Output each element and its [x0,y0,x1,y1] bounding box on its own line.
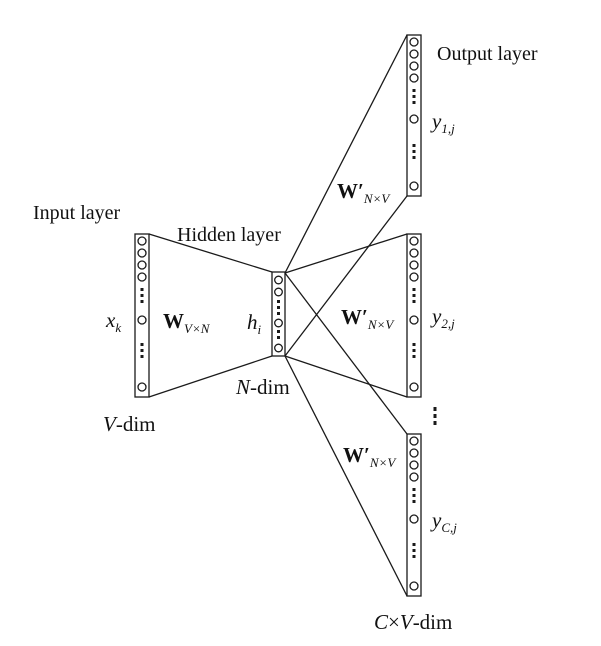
input-layer-label: Input layer [33,202,121,224]
cxv-suffix: -dim [412,610,453,634]
input-node-4 [137,272,147,282]
output-1-node-j [409,114,419,124]
y-c-j-symbol: yC,j [432,508,457,535]
input-node-3 [137,260,147,270]
x-sub: k [115,320,122,335]
edge-hidden-out2-top [284,233,408,274]
edge-input-hidden-top [148,233,273,273]
output-panel-1-box [406,34,422,197]
output-2-node-j [409,315,419,325]
output-2-node-4 [409,272,419,282]
input-node-k [137,315,147,325]
h-base: h [247,310,258,334]
output-panel-2-box [406,233,422,398]
output-1-vdots-1 [412,89,416,104]
w-prime-symbol-2: W′N×V [341,305,393,332]
input-node-2 [137,248,147,258]
w-input-hidden-symbol: WV×N [163,309,209,336]
input-node-1 [137,236,147,246]
y1-base: y [432,109,442,133]
output-3-node-j [409,514,419,524]
output-panel-3-box [406,433,422,597]
w-prime-sub-3: N×V [369,455,396,470]
w-prime-symbol-1: W′N×V [337,179,389,206]
n-dim-suffix: -dim [250,375,290,399]
v-dim-suffix: -dim [115,412,156,436]
output-layer-label: Output layer [437,43,538,65]
edge-hidden-out1-top [284,34,408,274]
x-k-symbol: xk [106,308,121,335]
output-1-node-3 [409,61,419,71]
hidden-node-last [274,343,283,353]
w-sub: V×N [184,321,210,336]
output-1-node-4 [409,73,419,83]
n-dim-label: N-dim [236,377,290,398]
output-3-vdots-1 [412,488,416,503]
w-prime-base-3: W′ [343,443,370,467]
cxv-dim-label: C×V-dim [374,612,452,633]
h-i-symbol: hi [247,310,261,337]
cxv-v: V [399,610,413,634]
w-prime-base-2: W′ [341,305,368,329]
output-2-vdots-1 [412,288,416,303]
output-3-node-last [409,581,419,591]
output-2-node-2 [409,248,419,258]
y-1-j-symbol: y1,j [432,109,455,136]
output-2-node-3 [409,260,419,270]
hidden-node-i [274,318,283,328]
y2-base: y [432,304,442,328]
hidden-vdots-2 [277,330,280,339]
yc-base: y [432,508,442,532]
h-sub: i [257,322,262,337]
panels-vdots [433,407,437,425]
w-prime-base-1: W′ [337,179,364,203]
hidden-vdots-1 [277,300,280,315]
v-dim-label: V-dim [103,414,156,435]
output-2-vdots-2 [412,343,416,358]
hidden-node-1 [274,275,283,285]
output-2-node-last [409,382,419,392]
edge-input-hidden-bottom [148,355,273,398]
output-3-vdots-2 [412,543,416,558]
w-base: W [163,309,184,333]
edge-hidden-out3-top [284,272,408,435]
x-base: x [106,308,116,332]
w-prime-sub-1: N×V [363,191,390,206]
edge-hidden-out2-bottom [284,355,408,398]
edge-hidden-out1-bottom [284,195,408,357]
output-1-vdots-2 [412,144,416,159]
input-vdots-1 [140,288,144,303]
output-3-node-3 [409,460,419,470]
output-2-node-1 [409,236,419,246]
hidden-node-2 [274,287,283,297]
output-1-node-last [409,181,419,191]
w-prime-sub-2: N×V [367,317,394,332]
cxv-times: × [388,610,400,634]
w-prime-symbol-3: W′N×V [343,443,395,470]
v-dim-var: V [103,412,116,436]
output-1-node-1 [409,37,419,47]
n-dim-var: N [236,375,251,399]
output-3-node-1 [409,436,419,446]
edge-hidden-out3-bottom [284,355,408,597]
output-1-node-2 [409,49,419,59]
cxv-c: C [374,610,389,634]
yc-sub: C,j [441,520,457,535]
hidden-layer-box [271,271,286,357]
y2-sub: 2,j [441,316,455,331]
output-3-node-2 [409,448,419,458]
input-node-last [137,382,147,392]
output-3-node-4 [409,472,419,482]
hidden-layer-label: Hidden layer [177,224,281,246]
input-vdots-2 [140,343,144,358]
input-layer-box [134,233,150,398]
y1-sub: 1,j [441,121,455,136]
y-2-j-symbol: y2,j [432,304,455,331]
